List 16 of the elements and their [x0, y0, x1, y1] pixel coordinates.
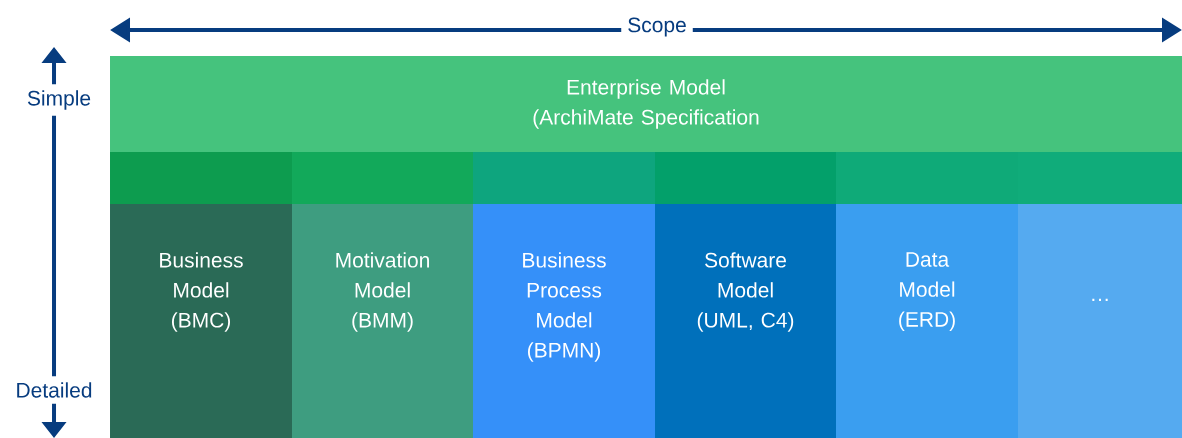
model-band: Enterprise Model (ArchiMate Specification: [110, 56, 1182, 152]
model-column: Motivation Model (BMM): [292, 204, 473, 438]
color-strip: [473, 152, 655, 204]
model-column: Business Model (BMC): [110, 204, 292, 438]
color-strip: [292, 152, 473, 204]
axis-label: Scope: [621, 11, 693, 43]
model-column: …: [1018, 204, 1182, 438]
model-column: Data Model (ERD): [836, 204, 1018, 438]
color-strip: [655, 152, 836, 204]
axis-label: Simple: [20, 84, 98, 116]
model-column: Business Process Model (BPMN): [473, 204, 655, 438]
axis-label: Detailed: [9, 376, 99, 404]
color-strip: [1018, 152, 1182, 204]
color-strip: [110, 152, 292, 204]
model-column: Software Model (UML, C4): [655, 204, 836, 438]
color-strip: [836, 152, 1018, 204]
